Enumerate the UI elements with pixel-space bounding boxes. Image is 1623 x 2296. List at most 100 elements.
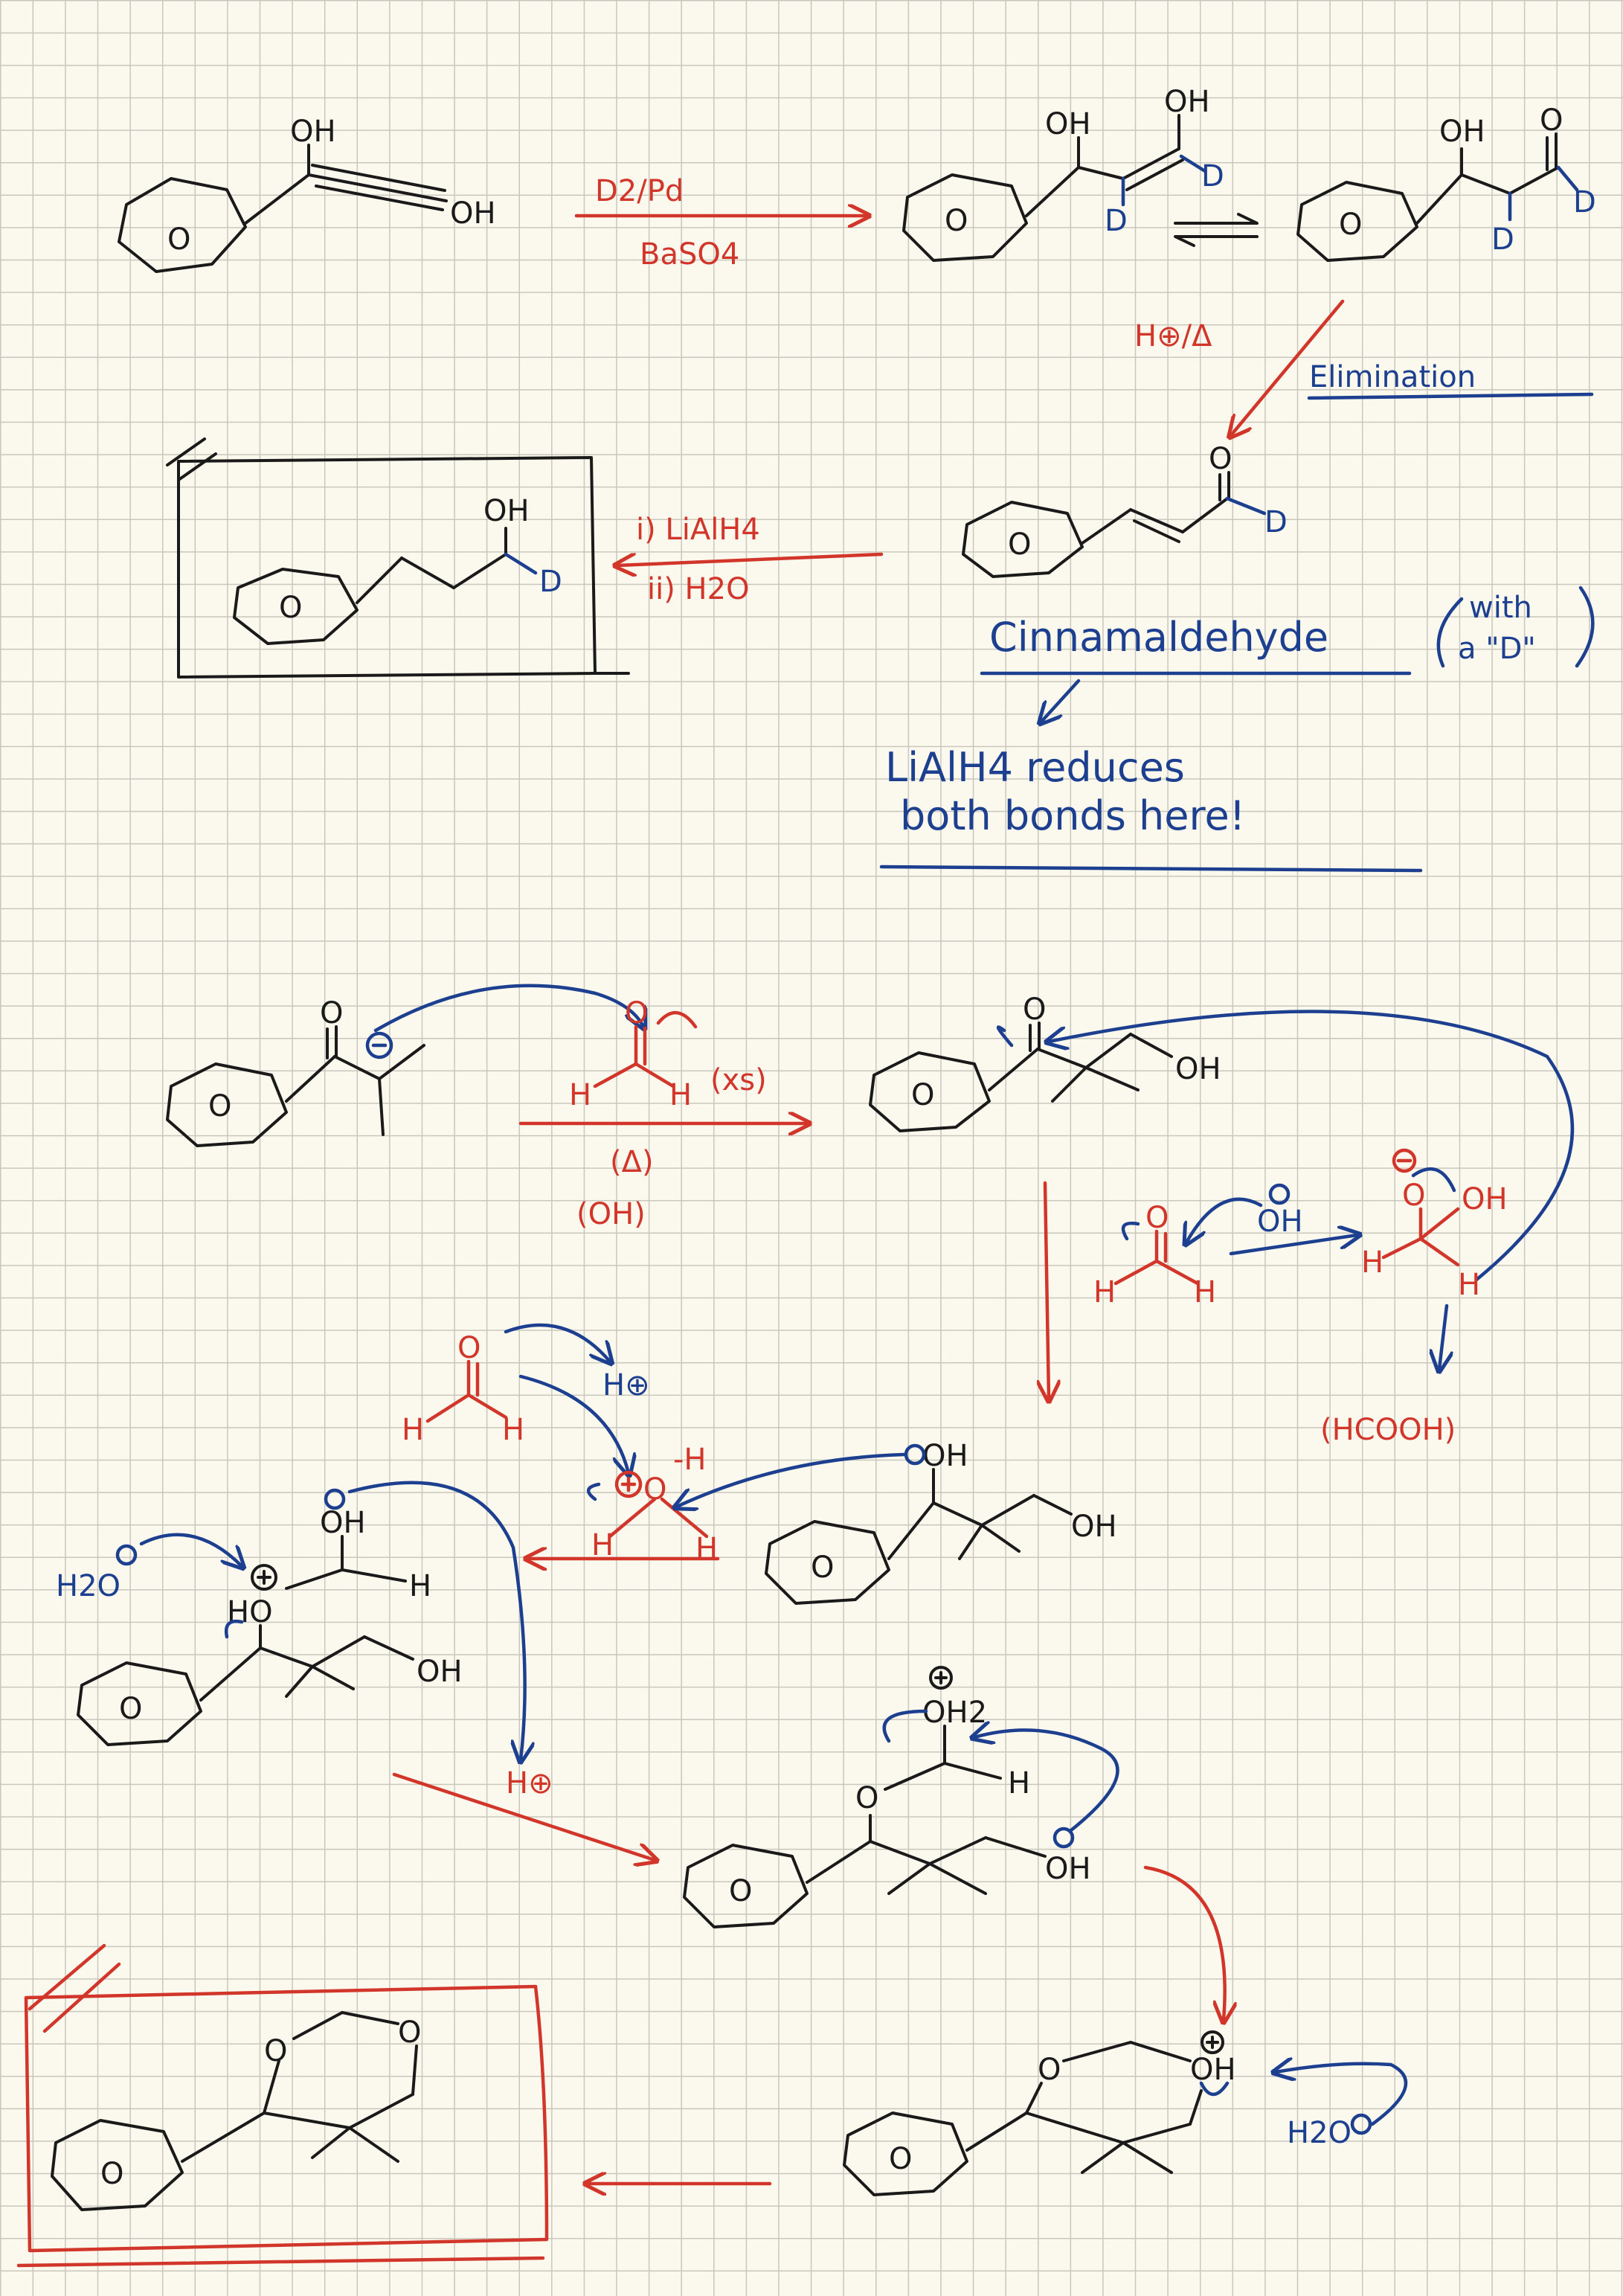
product-box-2: O O O xyxy=(16,1943,549,2268)
note-with: with xyxy=(1469,591,1532,625)
cinnamaldehyde-molecule: O O D xyxy=(962,442,1288,578)
label-o: O xyxy=(1209,442,1232,476)
label-oh: OH xyxy=(1071,1510,1117,1544)
hemiacetal-oxonium: O HO OH H OH H2O xyxy=(56,1481,525,1760)
ring-label: O xyxy=(811,1551,834,1585)
reagent-hydroxide: (OH) xyxy=(576,1197,646,1231)
reagent-d2-pd: D2/Pd xyxy=(595,174,684,208)
oxocarbenium-intermediate: O -H H H xyxy=(587,1443,718,1566)
ring-label: O xyxy=(1339,208,1362,242)
label-d: D xyxy=(1201,159,1224,193)
label-d: D xyxy=(1491,222,1514,257)
benzene-ring xyxy=(166,1062,288,1147)
note-elimination: Elimination xyxy=(1309,360,1476,394)
label-h: H xyxy=(1458,1268,1480,1302)
label-h: H xyxy=(569,1078,591,1112)
curly-arrow xyxy=(504,1323,610,1362)
benzene-ring xyxy=(765,1520,890,1605)
curly-arrow xyxy=(677,1452,906,1507)
label-oh: OH xyxy=(1462,1182,1508,1216)
label-proton: H⊕ xyxy=(602,1368,650,1402)
label-oh: OH xyxy=(1045,1852,1091,1886)
note-reduces-line2: both bonds here! xyxy=(900,792,1245,839)
isobutyrophenone-enolate: O O xyxy=(166,984,643,1147)
label-oh: OH xyxy=(290,115,336,149)
benzene-ring xyxy=(962,501,1084,578)
ring-label: O xyxy=(945,204,968,238)
label-h: H xyxy=(402,1413,424,1447)
reaction-arrow xyxy=(1045,1181,1049,1399)
curly-arrow xyxy=(373,984,643,1030)
curly-arrow xyxy=(1276,2064,1408,2126)
benzene-ring xyxy=(1296,181,1418,262)
curly-arrow xyxy=(518,1374,629,1473)
reaction-arrow xyxy=(617,552,884,565)
label-oh: OH xyxy=(1175,1052,1221,1086)
label-h: H xyxy=(502,1413,524,1447)
label-h: H xyxy=(669,1078,692,1112)
label-o: O xyxy=(1145,1201,1169,1235)
equilibrium-arrow xyxy=(1174,213,1259,225)
label-oh: OH xyxy=(483,494,530,528)
ring-label: O xyxy=(1008,527,1031,562)
label-o: O xyxy=(1540,103,1563,138)
label-oh: OH xyxy=(1190,2053,1236,2087)
reagent-lialh4: i) LiAlH4 xyxy=(636,513,760,547)
label-o: O xyxy=(264,2034,287,2068)
label-o: O xyxy=(1023,993,1046,1027)
label-oh: OH xyxy=(450,196,496,231)
label-h: H xyxy=(1361,1245,1383,1280)
benzene-ring xyxy=(683,1844,809,1928)
note-a-d: a "D" xyxy=(1458,632,1536,666)
reagent-heat: (Δ) xyxy=(610,1145,654,1179)
label-oh2: OH2 xyxy=(922,1696,987,1730)
hydroxymethyl-ketone: O O OH xyxy=(869,993,1575,1282)
benzene-ring xyxy=(118,177,247,273)
label-o: O xyxy=(855,1781,878,1815)
label-h: H xyxy=(1093,1275,1116,1309)
benzene-ring xyxy=(843,2111,968,2196)
label-proton: H⊕ xyxy=(506,1766,553,1800)
curly-arrow xyxy=(347,1481,525,1760)
benzene-ring xyxy=(233,568,359,645)
label-h: H xyxy=(409,1569,431,1603)
formaldehyde-protonation: H O H H⊕ xyxy=(402,1323,650,1473)
label-water: H2O xyxy=(1287,2116,1352,2150)
benzene-ring xyxy=(902,173,1028,262)
ring-label: O xyxy=(167,222,190,257)
product-box-1: O OH D xyxy=(166,437,630,679)
curly-arrow-hydride xyxy=(1049,1010,1575,1282)
label-o: O xyxy=(398,2016,421,2050)
reaction-arrow xyxy=(392,1772,655,1860)
reaction-arrow xyxy=(1231,299,1345,435)
label-d: D xyxy=(1105,204,1128,238)
benzene-ring xyxy=(51,2119,184,2211)
label-o: O xyxy=(625,996,648,1030)
note-reduces-line1: LiAlH4 reduces xyxy=(885,744,1185,791)
label-h: H xyxy=(695,1532,718,1566)
label-d: D xyxy=(1573,185,1596,219)
label-h: H xyxy=(1008,1766,1030,1800)
ring-label: O xyxy=(119,1692,142,1726)
cannizzaro-mechanism: H O H OH H O OH H (HCOOH) xyxy=(1093,1148,1508,1447)
label-o: O xyxy=(1038,2053,1061,2087)
label-minus-h: -H xyxy=(673,1443,707,1477)
note-pointer-arrow xyxy=(1041,679,1081,722)
formaldehyde-reagent: H O H (xs) xyxy=(569,996,767,1112)
label-o: O xyxy=(320,996,343,1030)
curly-arrow xyxy=(139,1533,242,1566)
ring-label: O xyxy=(911,1078,934,1112)
deuterated-aldehyde-molecule: O OH O D D xyxy=(1296,103,1596,262)
benzene-ring xyxy=(77,1661,202,1746)
byproduct-formic-acid: (HCOOH) xyxy=(1320,1413,1456,1447)
label-h: H xyxy=(591,1528,614,1562)
mechanism-arrow xyxy=(1229,1235,1357,1256)
label-oh: OH xyxy=(320,1506,366,1540)
reagent-h2o: ii) H2O xyxy=(647,572,750,606)
label-h: H xyxy=(1194,1275,1216,1309)
equilibrium-arrow xyxy=(1174,235,1259,247)
label-oh: OH xyxy=(1045,107,1091,141)
diol-molecule: O OH OH xyxy=(677,1439,1117,1605)
label-oh: OH xyxy=(1164,85,1210,119)
